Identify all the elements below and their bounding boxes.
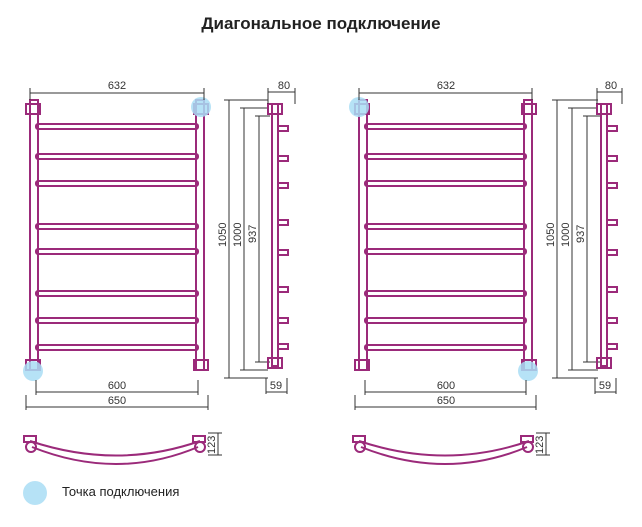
dim-h3: 937 — [247, 225, 259, 243]
dim-bottom-outer: 650 — [108, 395, 126, 407]
dim-top-width-2: 632 — [437, 80, 455, 92]
dim-curve-depth: 123 — [206, 436, 218, 454]
dim-h2: 1000 — [232, 223, 244, 247]
dim-h2-2: 1000 — [560, 223, 572, 247]
connection-point-bottom-right — [518, 361, 538, 381]
crossbars — [35, 123, 199, 351]
front-view-right: 632 600 650 — [349, 80, 538, 410]
connection-point-top-right — [191, 97, 211, 117]
page-title: Диагональное подключение — [201, 14, 441, 33]
front-view-left: 632 600 650 — [23, 80, 211, 410]
dim-h3-2: 937 — [575, 225, 587, 243]
fittings — [25, 103, 209, 371]
dim-top-width: 632 — [108, 80, 126, 92]
dim-h1: 1050 — [217, 223, 229, 247]
plan-view-left: 123 — [23, 432, 222, 465]
dim-bottom-inner-2: 600 — [437, 380, 455, 392]
dim-bottom-inner: 600 — [108, 380, 126, 392]
dim-side-top-2: 80 — [605, 80, 617, 92]
dim-h1-2: 1050 — [545, 223, 557, 247]
plan-view-right: 123 — [352, 432, 550, 465]
side-view-left: 1050 1000 937 80 59 — [217, 80, 296, 394]
legend-swatch — [23, 481, 47, 505]
side-view-right: 1050 1000 937 80 59 — [545, 80, 623, 394]
dim-side-bottom-2: 59 — [599, 380, 611, 392]
right-rail — [195, 99, 205, 371]
legend-label: Точка подключения — [62, 484, 180, 499]
dim-side-top: 80 — [278, 80, 290, 92]
dim-side-bottom: 59 — [270, 380, 282, 392]
dim-bottom-outer-2: 650 — [437, 395, 455, 407]
connection-point-top-left — [349, 97, 369, 117]
dim-curve-depth-2: 123 — [534, 436, 546, 454]
left-rail — [29, 99, 39, 371]
connection-point-bottom-left — [23, 361, 43, 381]
